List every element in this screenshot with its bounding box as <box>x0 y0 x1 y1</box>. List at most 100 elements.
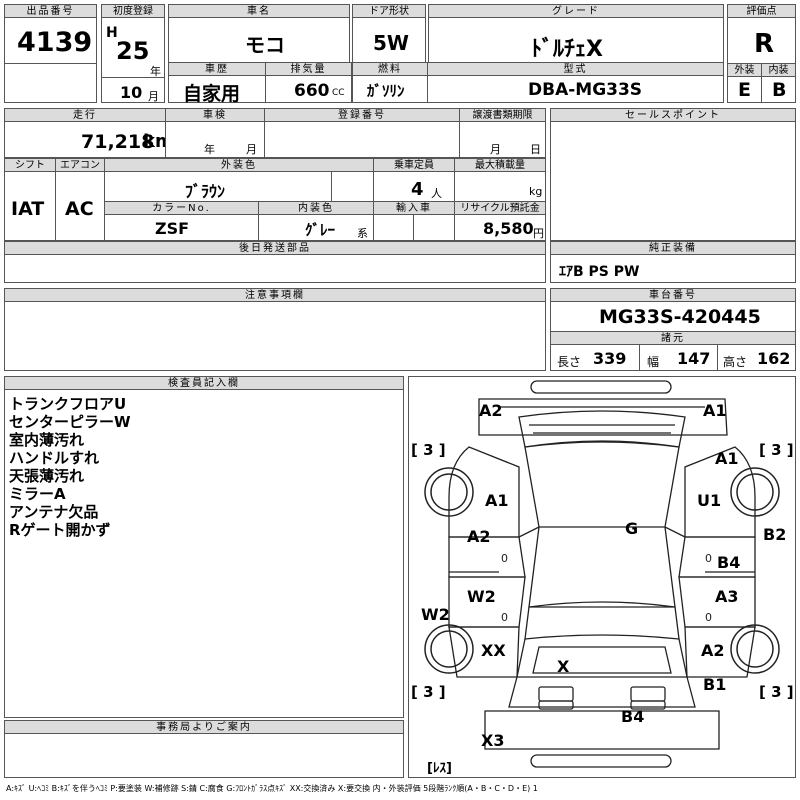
capacity-unit: 人 <box>431 187 442 200</box>
sales-points-label: セールスポイント <box>551 109 795 122</box>
sales-points-cell: セールスポイント <box>550 108 796 241</box>
width-value: 147 <box>677 349 711 368</box>
height-value: 162 <box>757 349 791 368</box>
score-value: R <box>754 29 775 59</box>
notes-cell: 注意事項欄 <box>4 288 546 371</box>
damage-mark: X <box>557 657 570 676</box>
damage-mark: A2 <box>467 527 491 546</box>
door-type-value: 5W <box>373 31 409 55</box>
ext-color-value: ﾌﾞﾗｳﾝ <box>185 182 226 201</box>
damage-mark: B2 <box>763 525 787 544</box>
capacity-label: 乗車定員 <box>374 159 454 172</box>
mileage-label: 走行 <box>5 109 165 122</box>
specs-cell: 諸元 長さ 339 幅 147 高さ 162 <box>550 331 796 371</box>
inspector-note: 室内薄汚れ <box>9 431 85 449</box>
specs-label: 諸元 <box>551 332 795 345</box>
ext-color-label: 外装色 <box>105 159 373 172</box>
displacement-label: 排気量 <box>266 63 351 76</box>
first-registration-cell: 初度登録 H 25 年 10 月 <box>101 4 165 103</box>
import-label: 輸入車 <box>374 202 454 215</box>
mileage-value: 71,218 <box>81 131 155 153</box>
office-notice-label: 事務局よりご案内 <box>5 721 403 734</box>
zero-mark: 0 <box>501 611 508 624</box>
length-value: 339 <box>593 349 627 368</box>
spec-grid: シフト エアコン 外装色 乗車定員 最大積載量 IAT AC ﾌﾞﾗｳﾝ 4 人… <box>4 158 546 241</box>
car-name-cell: 車名 モコ <box>168 4 350 63</box>
deadline-month-unit: 月 <box>490 143 501 156</box>
int-color-value: ｸﾞﾚｰ <box>305 221 336 239</box>
office-notice-cell: 事務局よりご案内 <box>4 720 404 778</box>
first-registration-era: H <box>106 25 118 41</box>
zero-mark: 0 <box>705 611 712 624</box>
damage-mark: A1 <box>715 449 739 468</box>
aircon-label: エアコン <box>56 159 104 172</box>
inspector-note: センターピラーW <box>9 413 131 431</box>
count-bracket: [ 3 ] <box>411 441 446 459</box>
damage-mark: B4 <box>717 553 741 572</box>
count-bracket: [ 3 ] <box>759 441 794 459</box>
count-bracket: [ 3 ] <box>411 683 446 701</box>
interior-value: B <box>772 79 787 101</box>
fuel-value: ｶﾞｿﾘﾝ <box>367 82 405 100</box>
width-label: 幅 <box>647 355 660 369</box>
inspector-notes-cell: 検査員記入欄 トランクフロアU センターピラーW 室内薄汚れ ハンドルすれ 天張… <box>4 376 404 718</box>
count-bracket: [ 3 ] <box>759 683 794 701</box>
damage-mark: W2 <box>467 587 496 606</box>
damage-mark: XX <box>481 641 506 660</box>
chassis-label: 車台番号 <box>551 289 795 302</box>
model-value: DBA-MG33S <box>528 80 643 100</box>
height-label: 高さ <box>723 355 748 369</box>
damage-mark: U1 <box>697 491 722 510</box>
int-color-label: 内装色 <box>259 202 373 215</box>
displacement-cell: 排気量 660 CC <box>265 62 352 103</box>
inspection-year-unit: 年 <box>204 143 215 156</box>
first-registration-label: 初度登録 <box>102 5 164 18</box>
history-value: 自家用 <box>183 83 241 105</box>
damage-mark: A2 <box>701 641 725 660</box>
recycle-value: 8,580 <box>483 219 534 238</box>
shift-value: IAT <box>11 198 45 220</box>
inspection-cell: 車検 年 月 <box>165 108 265 158</box>
exterior-label: 外装 <box>728 64 761 77</box>
first-registration-year: 25 <box>116 37 150 65</box>
year-unit: 年 <box>150 65 161 78</box>
model-label: 型式 <box>428 63 723 76</box>
shift-label: シフト <box>5 159 55 172</box>
mileage-cell: 走行 71,218 km <box>4 108 174 158</box>
inspector-notes-list: トランクフロアU センターピラーW 室内薄汚れ ハンドルすれ 天張薄汚れ ミラー… <box>9 395 131 539</box>
history-cell: 車歴 自家用 <box>168 62 266 105</box>
inspection-label: 車検 <box>166 109 264 122</box>
displacement-unit: CC <box>332 88 345 98</box>
damage-mark: X3 <box>481 731 505 750</box>
notes-label: 注意事項欄 <box>5 289 545 302</box>
genuine-equipment-value: ｴｱB PS PW <box>559 264 640 280</box>
score-cell: 評価点 R 外装 内装 E B <box>727 4 796 103</box>
grade-value: ﾄﾞﾙﾁｪX <box>531 37 603 62</box>
damage-mark: B4 <box>621 707 645 726</box>
genuine-equipment-label: 純正装備 <box>551 242 795 255</box>
car-outline-diagram: 0 0 0 0 <box>424 380 780 768</box>
color-no-value: ZSF <box>155 219 190 238</box>
damage-mark: G <box>625 519 639 538</box>
deadline-day-unit: 日 <box>530 143 541 156</box>
inspector-notes-label: 検査員記入欄 <box>5 377 403 390</box>
vehicle-diagram: 0 0 0 0 A2 A1 [ 3 ] [ 3 ] A1 A1 U1 G B2 … <box>408 376 796 778</box>
inspector-note: ミラーA <box>9 485 66 503</box>
transfer-deadline-label: 譲渡書類期限 <box>460 109 545 122</box>
door-type-cell: ドア形状 5W <box>352 4 426 63</box>
inspector-note: 天張薄汚れ <box>9 467 85 485</box>
max-load-label: 最大積載量 <box>455 159 545 172</box>
int-color-suffix: 系 <box>357 227 368 240</box>
first-registration-month: 10 <box>120 83 143 102</box>
max-load-unit: kg <box>529 185 543 198</box>
damage-mark: A1 <box>485 491 509 510</box>
damage-mark: A1 <box>703 401 727 420</box>
zero-mark: 0 <box>501 552 508 565</box>
later-parts-cell: 後日発送部品 <box>4 241 546 283</box>
damage-mark: B1 <box>703 675 727 694</box>
aircon-value: AC <box>65 198 94 220</box>
interior-label: 内装 <box>762 64 795 77</box>
score-label: 評価点 <box>728 5 795 18</box>
inspector-note: ハンドルすれ <box>9 449 100 467</box>
chassis-value: MG33S-420445 <box>599 306 761 328</box>
